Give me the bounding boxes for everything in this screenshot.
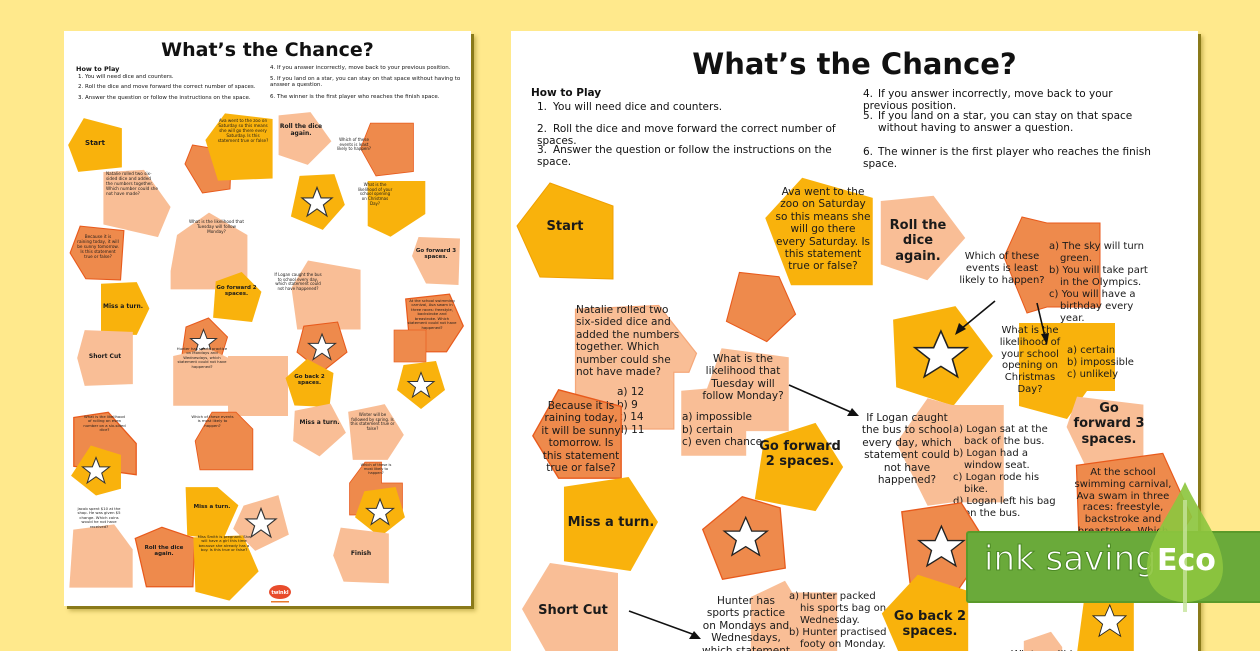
svg-text:twinkl: twinkl xyxy=(271,590,289,596)
rule-4: 4.If you answer incorrectly, move back t… xyxy=(863,88,1113,112)
space-tuesday: What is the likelihood that Tuesday will… xyxy=(679,337,791,467)
space-logan: If Logan caught the bus to school every … xyxy=(839,396,1061,519)
space-star-3 xyxy=(296,321,348,373)
rules-list-right: 4. If you answer incorrectly, move back … xyxy=(270,65,461,100)
space-hunter: Hunter has sports practice on Mondays an… xyxy=(699,579,889,651)
space-most-likely-1: Which of these events is most likely to … xyxy=(174,411,274,471)
space-least-likely: Which of these events is least likely to… xyxy=(945,215,1159,324)
space-go-forward-2: Go forward 2 spaces. xyxy=(209,271,264,323)
tuesday-options: a) impossible b) certain c) even chance xyxy=(682,411,763,449)
space-christmas: What is the likelihood of your school op… xyxy=(997,321,1137,421)
space-winter: Winter will be followed by spring. Is th… xyxy=(1003,631,1083,651)
rule-6: 6.The winner is the first player who rea… xyxy=(863,146,1151,170)
rule-1: 1.You will need dice and counters. xyxy=(537,101,723,113)
arrow-shortcut-to-hunter xyxy=(628,610,701,639)
space-miss-turn-3: Miss a turn. xyxy=(182,486,242,541)
space-ava-zoo: Ava went to the zoo on Saturday so this … xyxy=(204,111,274,183)
space-christmas: What is the likelihood of your school op… xyxy=(354,178,439,238)
eco-label: Eco xyxy=(1157,543,1216,578)
space-roll-again: Roll the dice again. xyxy=(276,111,334,166)
space-logan: If Logan caught the bus to school every … xyxy=(260,259,392,331)
how-to-play-heading: How to Play xyxy=(531,87,602,99)
space-ava-zoo: Ava went to the zoo on Saturday so this … xyxy=(763,174,875,289)
space-natalie: Natalie rolled two six-sided dice and ad… xyxy=(573,286,699,446)
space-miss-turn: Miss a turn. xyxy=(561,475,661,573)
arrow-least-likely-to-star xyxy=(955,300,996,335)
eco-leaf-icon: Eco xyxy=(1145,480,1225,615)
how-to-play-heading: How to Play xyxy=(76,65,120,73)
rule-3: 3.Answer the question or follow the inst… xyxy=(537,144,832,168)
rules-list-left: 1.You will need dice and counters. 2.Rol… xyxy=(537,101,857,168)
space-star-1 xyxy=(891,300,995,412)
christmas-options: a) certain b) impossible c) unlikely xyxy=(1067,345,1134,380)
thumbnail-page[interactable]: What’s the Chance? How to Play 1. You wi… xyxy=(64,31,471,606)
logan-options: a) Logan sat at the back of the bus. b) … xyxy=(953,424,1056,519)
space-roll-again-2: Roll the dice again. xyxy=(134,523,196,591)
space-star-2 xyxy=(701,493,787,583)
arrow-tuesday-to-logan xyxy=(788,384,859,416)
rule-5: 5.If you land on a star, you can stay on… xyxy=(863,110,1133,134)
space-roll-again: Roll the dice again. xyxy=(878,194,968,282)
least-likely-options: a) The sky will turn green. b) You will … xyxy=(1049,241,1148,324)
rules-list-right: 4.If you answer incorrectly, move back t… xyxy=(863,88,1153,170)
space-go-back-2: Go back 2 spaces. xyxy=(879,573,971,651)
space-hunter-options xyxy=(228,346,288,426)
space-star-4 xyxy=(396,359,446,411)
space-blank-dark xyxy=(725,271,797,343)
main-page[interactable]: What’s the Chance? How to Play 1.You wil… xyxy=(511,31,1198,651)
arrow-least-likely-to-christmas xyxy=(1036,302,1049,345)
natalie-options: a) 12 b) 9 c) 14 d) 11 xyxy=(617,386,645,436)
rules-list-left: 1. You will need dice and counters. 2. R… xyxy=(78,74,256,101)
space-hunter: Hunter has sports practice on Mondays an… xyxy=(172,341,232,413)
page-title: What’s the Chance? xyxy=(161,39,374,61)
twinkl-logo: twinkl xyxy=(268,583,292,605)
page-title: What’s the Chance? xyxy=(692,47,1017,81)
space-miss-turn-2: Miss a turn. xyxy=(292,399,347,461)
space-miss-turn: Miss a turn. xyxy=(94,281,152,336)
space-short-cut: Short Cut xyxy=(519,561,621,651)
space-least-likely: Which of these events is least likely to… xyxy=(322,122,452,177)
hunter-options: a) Hunter packed his sports bag on Wedne… xyxy=(789,591,887,650)
space-go-forward-3: Go forward 3 spaces. xyxy=(407,236,465,286)
space-start: Start xyxy=(515,179,615,283)
ink-saving-label: ink saving xyxy=(984,539,1158,580)
space-star-7 xyxy=(354,486,406,538)
space-raining: Because it is raining today, it will be … xyxy=(531,386,623,482)
space-star-1 xyxy=(288,173,346,231)
space-raining: Because it is raining today, it will be … xyxy=(69,223,125,283)
space-natalie: Natalie rolled two six-sided dice and ad… xyxy=(102,166,172,241)
space-star-6 xyxy=(232,493,290,553)
space-winter: Winter will be followed by spring. Is th… xyxy=(347,401,405,463)
space-swimming-options xyxy=(355,329,465,363)
space-finish: Finish xyxy=(332,523,390,588)
space-start: Start xyxy=(66,117,124,173)
space-tuesday: What is the likelihood that Tuesday will… xyxy=(169,206,249,296)
space-miss-smith: Miss Smith is pregnant. She will have a … xyxy=(192,529,260,606)
space-star-5 xyxy=(70,443,122,498)
space-go-back-2: Go back 2 spaces. xyxy=(282,358,337,408)
rule-2: 2.Roll the dice and move forward the cor… xyxy=(537,123,836,147)
space-short-cut: Short Cut xyxy=(74,329,136,387)
space-jacob: Jacob spent $10 at the shop. He was give… xyxy=(68,501,134,606)
space-go-forward-3: Go forward 3 spaces. xyxy=(1065,389,1145,481)
space-go-forward-2: Go forward 2 spaces. xyxy=(753,419,845,515)
